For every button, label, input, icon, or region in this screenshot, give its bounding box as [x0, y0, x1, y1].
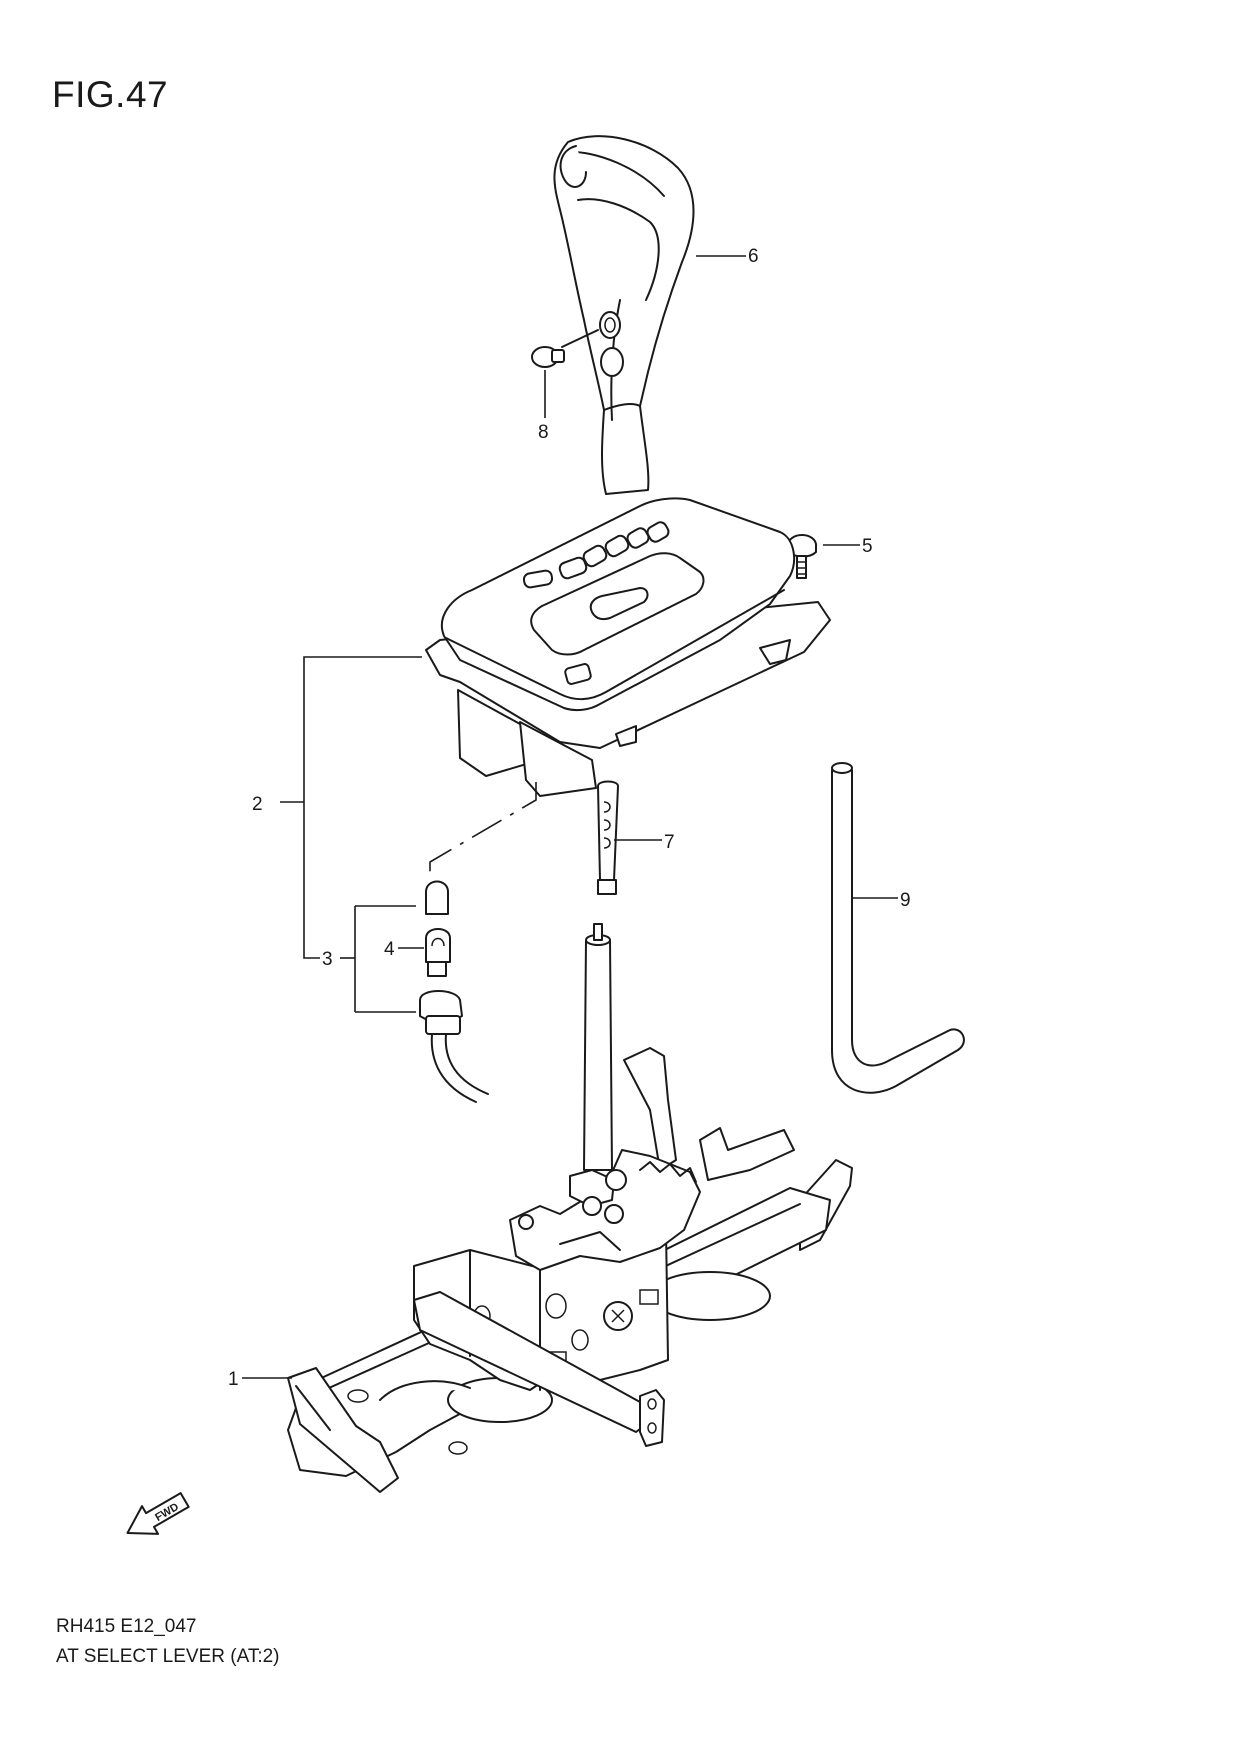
diagram-code: RH415 E12_047 [56, 1616, 197, 1637]
indicator-cover[interactable] [425, 497, 831, 797]
diagram-name: AT SELECT LEVER (AT:2) [56, 1646, 280, 1667]
figure-title: FIG.47 [52, 74, 169, 115]
callout-8: 8 [538, 422, 549, 443]
callout-1: 1 [228, 1369, 239, 1390]
knob-screw[interactable] [531, 329, 599, 368]
callout-2: 2 [252, 794, 263, 815]
callout-3: 3 [322, 949, 333, 970]
bulb-location-leader [429, 782, 537, 878]
guide-tube[interactable] [597, 780, 619, 895]
callout-5: 5 [862, 536, 873, 557]
cover-screw[interactable] [787, 534, 817, 579]
hose[interactable] [831, 762, 965, 1094]
leader-2 [303, 656, 422, 959]
fwd-arrow-icon: FWD [126, 1492, 190, 1535]
callout-9: 9 [900, 890, 911, 911]
shift-knob[interactable] [553, 135, 695, 495]
callout-6: 6 [748, 246, 759, 267]
leader-lines [242, 255, 898, 1379]
callout-7: 7 [664, 832, 675, 853]
callout-4: 4 [384, 939, 395, 960]
bulb-socket[interactable] [419, 990, 489, 1103]
bulb[interactable] [425, 880, 451, 977]
select-lever-assembly[interactable] [287, 923, 853, 1493]
